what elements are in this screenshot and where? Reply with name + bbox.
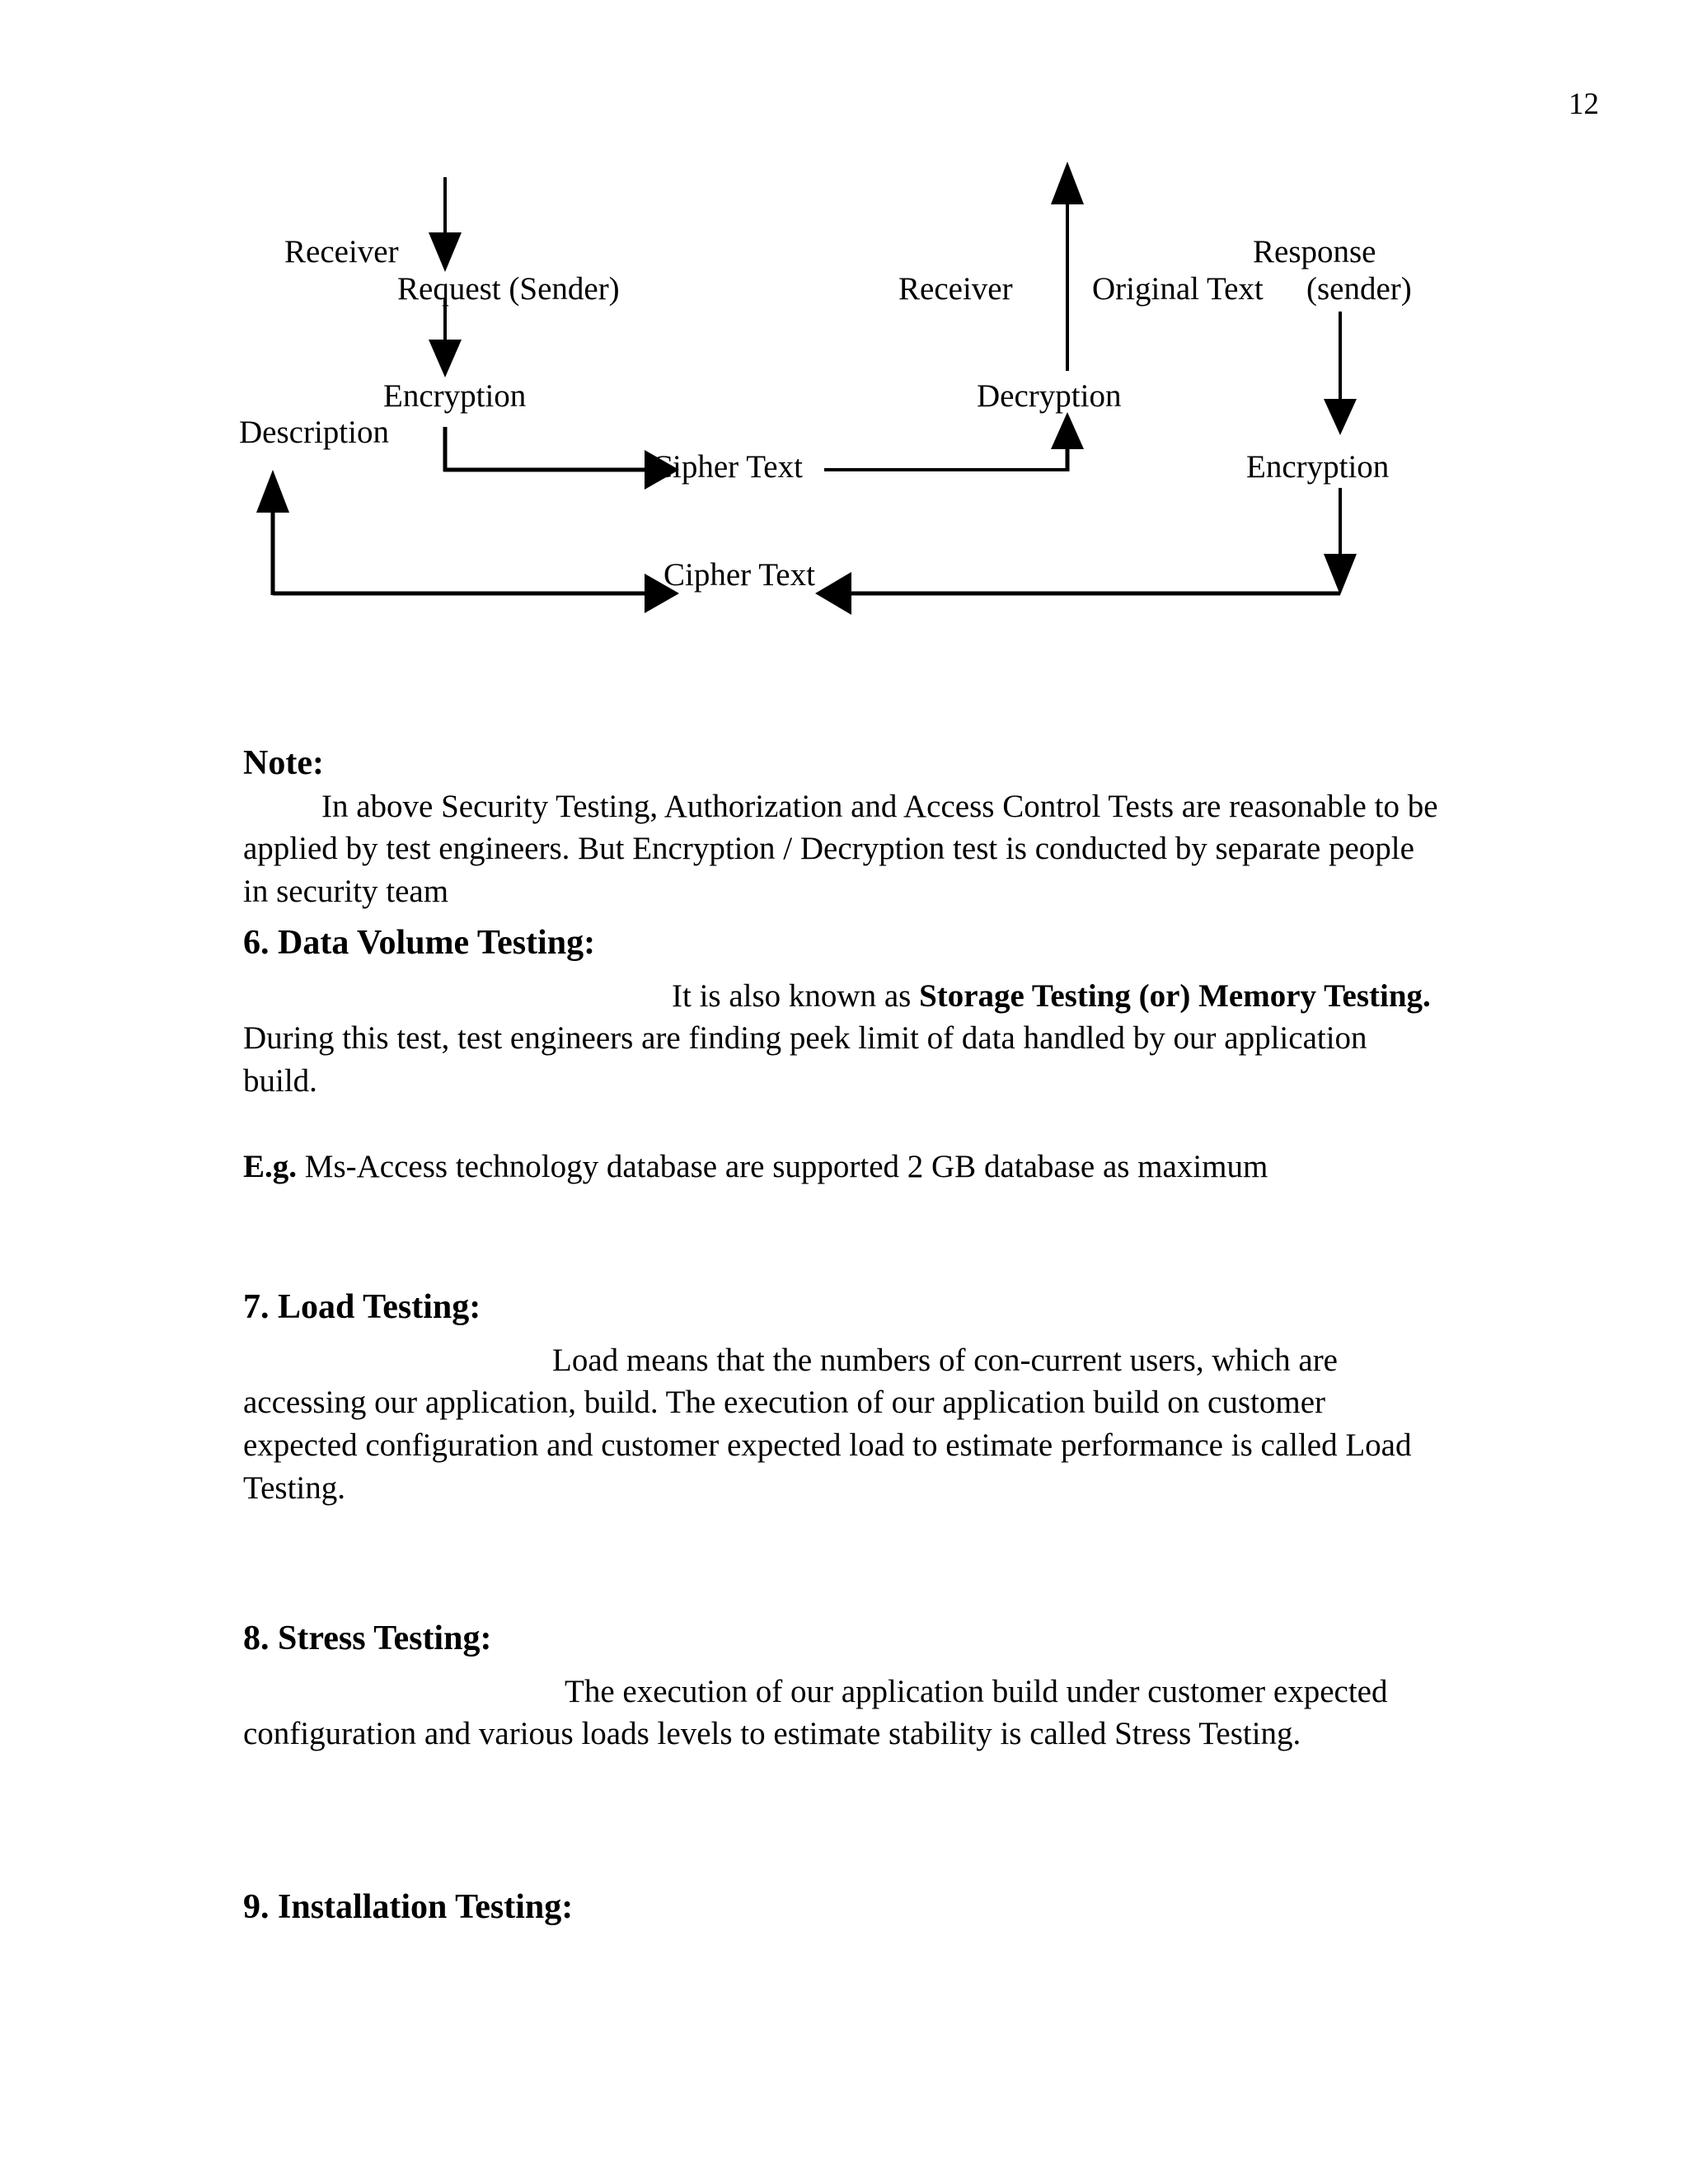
note-paragraph: In above Security Testing, Authorization… xyxy=(243,785,1438,914)
section-paragraph-stress: The execution of our application build u… xyxy=(243,1671,1438,1756)
diagram-connectors xyxy=(256,162,1357,615)
paragraph-part-bold: Storage Testing (or) Memory Testing. xyxy=(919,977,1431,1014)
diagram-label-receiver-mid: Receiver xyxy=(898,271,1013,307)
diagram-label-description: Description xyxy=(239,415,389,450)
diagram-label-receiver-left: Receiver xyxy=(284,234,399,269)
diagram-label-decryption: Decryption xyxy=(977,378,1122,414)
load-body-text: Load means that the numbers of con-curre… xyxy=(243,1342,1412,1507)
diagram-label-response: Response xyxy=(1253,234,1376,269)
section-installation-testing: 9. Installation Testing: xyxy=(243,1886,1438,1929)
section-heading-load: 7. Load Testing: xyxy=(243,1288,481,1326)
diagram-label-encryption-right: Encryption xyxy=(1246,449,1390,485)
section-heading-data-volume: 6. Data Volume Testing: xyxy=(243,924,596,962)
section-heading-stress: 8. Stress Testing: xyxy=(243,1619,492,1657)
diagram-label-sender: (sender) xyxy=(1306,271,1412,307)
diagram-label-encryption-left: Encryption xyxy=(383,378,527,414)
note-body-text: In above Security Testing, Authorization… xyxy=(243,788,1438,910)
page-number-header: 12 xyxy=(1568,87,1599,121)
section-stress-testing: 8. Stress Testing: The execution of our … xyxy=(243,1617,1438,1755)
section-data-volume-testing: 6. Data Volume Testing: It is also known… xyxy=(243,921,1438,1188)
encryption-flow-diagram: Receiver Request (Sender) Encryption Des… xyxy=(0,0,1688,676)
section-load-testing: 7. Load Testing: Load means that the num… xyxy=(243,1286,1438,1510)
note-heading: Note: xyxy=(243,744,324,782)
diagram-label-cipher-text-bottom: Cipher Text xyxy=(663,557,815,593)
stress-body-text: The execution of our application build u… xyxy=(243,1673,1388,1752)
example-label: E.g. xyxy=(243,1149,298,1185)
example-text: Ms-Access technology database are suppor… xyxy=(297,1149,1268,1185)
diagram-label-cipher-text-top: Cipher Text xyxy=(651,449,803,485)
note-block: Note: In above Security Testing, Authori… xyxy=(243,742,1438,913)
section-heading-installation: 9. Installation Testing: xyxy=(243,1888,574,1926)
section-paragraph-load: Load means that the numbers of con-curre… xyxy=(243,1339,1438,1510)
diagram-label-request-sender: Request (Sender) xyxy=(397,271,620,307)
section-example-data-volume: E.g. Ms-Access technology database are s… xyxy=(243,1146,1438,1188)
paragraph-part-plain-2: During this test, test engineers are fin… xyxy=(243,1020,1367,1099)
paragraph-part-plain-1: It is also known as xyxy=(672,977,920,1014)
diagram-label-original-text: Original Text xyxy=(1092,271,1264,307)
section-paragraph-data-volume: It is also known as Storage Testing (or)… xyxy=(243,975,1438,1104)
